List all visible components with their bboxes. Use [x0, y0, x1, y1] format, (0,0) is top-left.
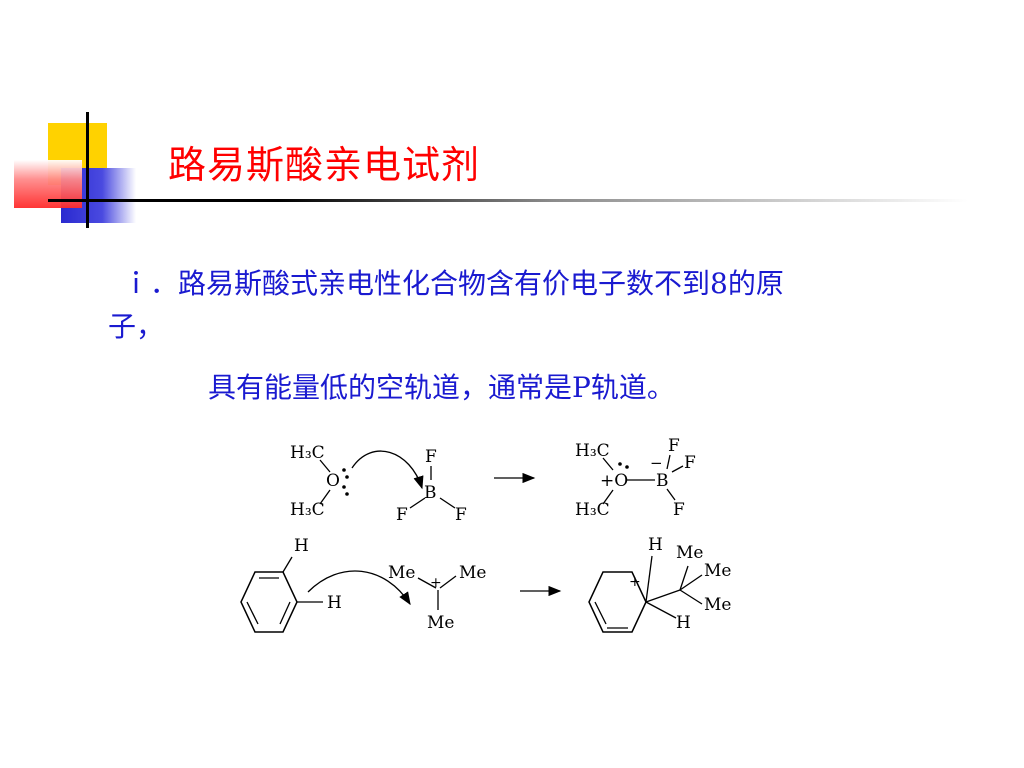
adduct-oxygen: +O [600, 471, 628, 491]
bf3-molecule: F B F F [396, 447, 467, 525]
arenium-me-bottom: Me [704, 595, 731, 615]
benzene-h-right: H [327, 593, 342, 613]
curved-arrow-1 [351, 450, 424, 490]
cation-me-bottom: Me [427, 613, 454, 633]
bf3-f-left: F [396, 505, 408, 525]
decor-vertical-line [86, 112, 89, 228]
benzene-molecule: H H [240, 536, 342, 633]
body-line-1: ｉ．路易斯酸式亲电性化合物含有价电子数不到8的原 [122, 267, 784, 300]
body-line-2: 子， [108, 310, 165, 343]
bf3-f-right: F [455, 505, 467, 525]
curved-arrow-2 [307, 570, 411, 606]
adduct-methyl-bottom: H₃C [575, 500, 610, 520]
title-underline [48, 199, 968, 202]
adduct-methyl-top: H₃C [575, 441, 610, 461]
arenium-me-top: Me [676, 543, 703, 563]
cation-plus: + [430, 575, 442, 591]
arenium-plus: + [629, 574, 641, 590]
ether-oxygen: O [326, 471, 340, 491]
adduct-f-right: F [684, 453, 696, 473]
adduct-f-bottom: F [673, 500, 685, 520]
bf3-f-top: F [425, 447, 437, 467]
ether-bf3-adduct: H₃C +O B − F F F H₃C [575, 436, 696, 520]
ether-methyl-top: H₃C [290, 443, 325, 463]
tert-butyl-cation: Me + Me Me [388, 563, 486, 633]
slide-title: 路易斯酸亲电试剂 [168, 143, 481, 187]
ether-molecule: H₃C O H₃C [290, 443, 349, 520]
arenium-h-top: H [648, 535, 663, 555]
body-line-3: 具有能量低的空轨道，通常是P轨道。 [208, 371, 675, 404]
ether-methyl-bottom: H₃C [290, 500, 325, 520]
arenium-me-mid: Me [704, 561, 731, 581]
cation-me-left: Me [388, 563, 415, 583]
adduct-boron: B [656, 471, 669, 491]
cation-me-right: Me [459, 563, 486, 583]
benzene-h-top: H [294, 536, 309, 556]
adduct-minus: − [650, 454, 663, 472]
adduct-f-top: F [668, 436, 680, 456]
arenium-ion: + H H Me Me Me [588, 535, 731, 633]
bf3-boron: B [424, 483, 437, 503]
arenium-h-bottom: H [676, 613, 691, 633]
